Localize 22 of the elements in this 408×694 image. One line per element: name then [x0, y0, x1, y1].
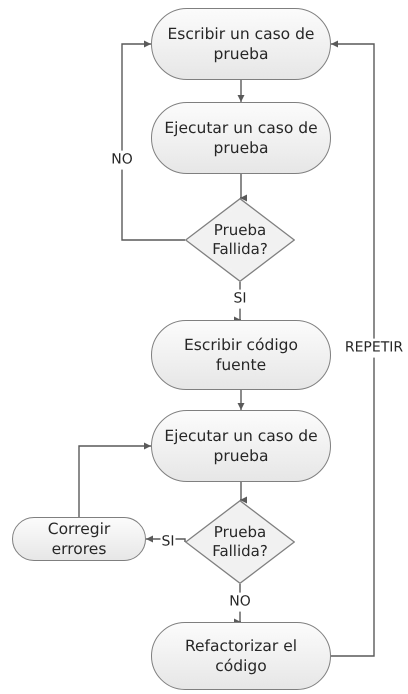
- step-label: Prueba Fallida?: [211, 220, 269, 260]
- flow-arrow: [240, 174, 247, 202]
- decision-diamond: [185, 198, 295, 282]
- edge-label: NO: [228, 592, 252, 612]
- edge-label: SI: [232, 290, 248, 308]
- flow-arrow: [238, 390, 244, 410]
- flow-arrow: [331, 40, 375, 657]
- flow-arrow: [78, 442, 151, 517]
- step-label: Corregir errores: [46, 518, 112, 560]
- flow-arrow: [240, 482, 247, 504]
- terminator-box: [12, 517, 146, 561]
- edge-label: NO: [110, 150, 134, 170]
- step-label: Ejecutar un caso de prueba: [163, 426, 319, 466]
- step-label: Refactorizar el código: [184, 636, 298, 676]
- flow-arrow: [121, 40, 185, 241]
- step-label: Escribir un caso de prueba: [166, 24, 316, 64]
- step-label: Prueba Fallida?: [211, 522, 269, 562]
- step-label: Escribir código fuente: [183, 334, 299, 376]
- flow-arrow: [238, 80, 244, 102]
- edge-label: REPETIR: [344, 338, 404, 358]
- step-label: Ejecutar un caso de prueba: [163, 118, 319, 158]
- decision-diamond: [185, 500, 295, 584]
